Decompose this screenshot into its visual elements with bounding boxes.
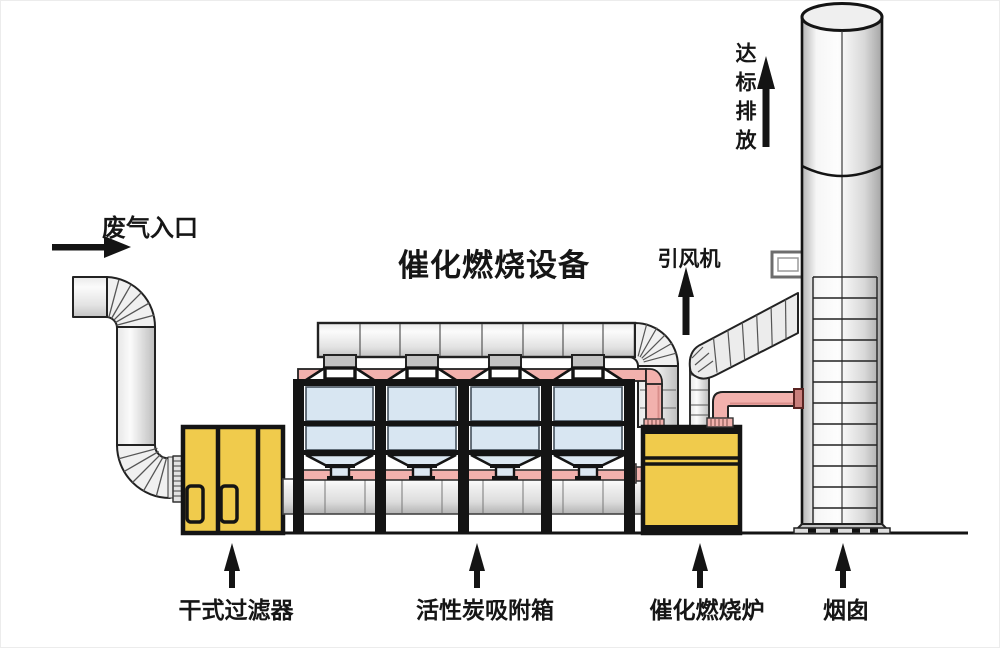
adsorption-chambers [305,386,625,480]
carbon-adsorption-box-label: 活性炭吸附箱 [416,598,554,623]
elbow-segments [118,447,168,497]
carbon-box-pointer-arrow-icon [469,543,485,588]
chimney-top-opening [800,2,884,32]
inlet-duct [72,276,184,503]
hopper-valves [325,464,603,480]
induced-fan-label: 引风机 [657,247,721,271]
fan-exhaust-duct [688,292,799,428]
chimney-base [793,523,891,535]
waste-gas-right-arrow-icon [52,236,131,258]
pipe-collar [706,417,734,428]
chimney-label: 烟囱 [823,598,869,623]
catalytic-furnace-label: 催化燃烧炉 [649,598,765,623]
chimney-bracket [770,250,805,279]
filter-door [185,484,205,524]
furnace-pointer-arrow-icon [692,543,708,588]
furnace-outlet-pipe [706,388,804,428]
dry-filter-pointer-arrow-icon [224,543,240,588]
catalytic-furnace-unit [640,424,743,536]
chamber-windows [305,386,623,451]
unit-hopper-tops [301,354,627,384]
elbow-segments [637,323,677,363]
pipe-flange [793,388,804,409]
dry-filter-unit [180,424,286,536]
diagram-title: 催化燃烧设备 [398,248,590,283]
chimney-stack [793,2,891,535]
dry-filter-label: 干式过滤器 [178,598,294,623]
unit-top-duct [316,321,680,428]
chimney-pointer-arrow-icon [835,543,851,588]
emission-up-arrow-icon [757,56,775,147]
emission-label: 达标排放 [733,42,757,158]
discharge-hoppers [305,453,625,468]
waste-gas-inlet-label: 废气入口 [102,216,198,242]
top-duct-stubs [323,354,605,370]
duct-segments [691,299,787,373]
fan-up-arrow-icon [678,267,694,335]
chimney-ladder-grid [812,276,878,524]
unit-frame [293,379,635,532]
elbow-segments [108,279,155,326]
flow-arrows [52,56,851,588]
filter-door [219,484,239,524]
